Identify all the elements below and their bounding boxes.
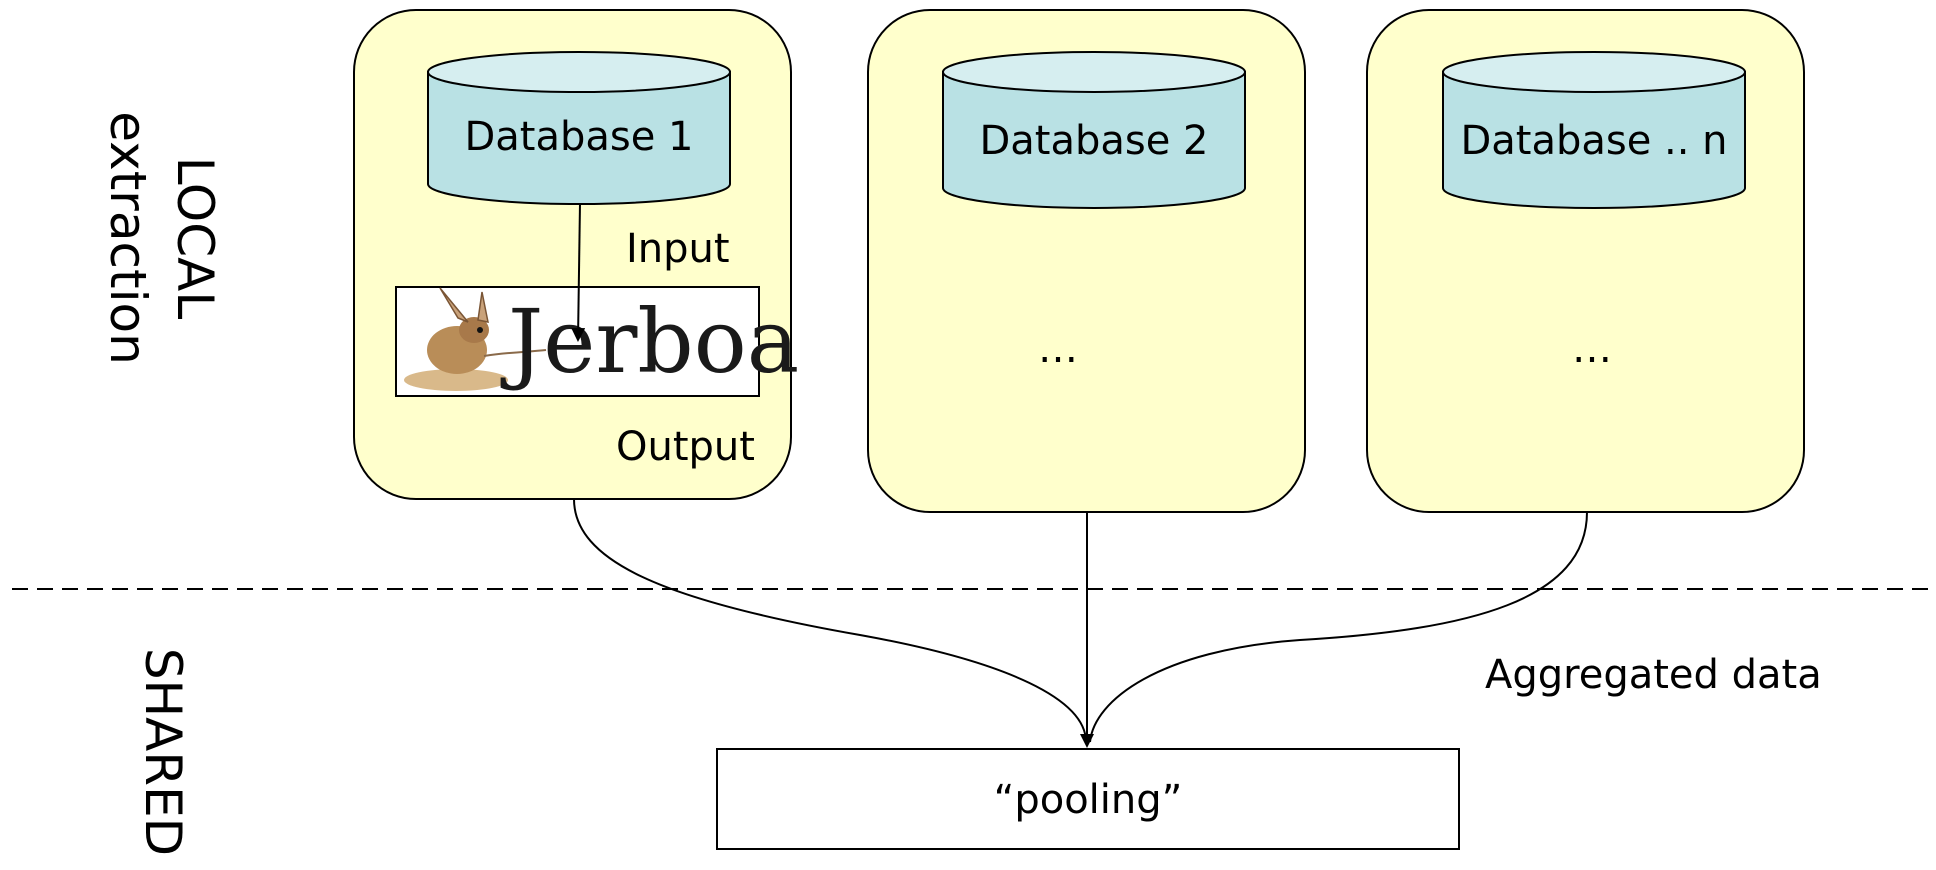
flow-edge-database-n xyxy=(1089,511,1588,743)
pooling-box-frame xyxy=(716,748,1460,850)
input-arrow xyxy=(571,202,586,342)
database-2-cylinder: Database 2 xyxy=(942,51,1246,209)
database-1-cylinder: Database 1 xyxy=(427,51,731,205)
pooling-box: “pooling” xyxy=(716,748,1460,850)
database-2-content: … xyxy=(1038,326,1078,372)
database-n-label: Database .. n xyxy=(1460,118,1727,164)
database-n-cylinder-top xyxy=(1442,51,1746,93)
flow-edge-database-1 xyxy=(573,498,1087,743)
database-1-cylinder-body xyxy=(427,71,731,205)
output-label: Output xyxy=(616,424,755,470)
aggregated-data-label: Aggregated data xyxy=(1485,652,1822,698)
database-n-cylinder: Database .. n xyxy=(1442,51,1746,209)
local-label-line2: extraction xyxy=(99,111,157,365)
database-1-cylinder-top xyxy=(427,51,731,93)
jerboa-logo-text: Jerboa xyxy=(500,290,799,393)
database-2-cylinder-body xyxy=(942,71,1246,209)
database-1-label: Database 1 xyxy=(464,114,693,160)
database-2-cylinder-top xyxy=(942,51,1246,93)
database-panel-2: Database 2 … xyxy=(867,9,1306,513)
database-2-label: Database 2 xyxy=(979,118,1208,164)
database-panel-n: Database .. n … xyxy=(1366,9,1805,513)
jerboa-logo: Jerboa xyxy=(395,286,799,397)
database-panel-1: Database 1 Jerboa Input Output xyxy=(353,9,799,500)
local-extraction-label: LOCAL extraction xyxy=(99,111,224,365)
jerboa-animal-icon xyxy=(404,287,547,391)
database-n-content: … xyxy=(1572,326,1612,372)
database-n-cylinder-body xyxy=(1442,71,1746,209)
local-label-line1: LOCAL xyxy=(166,157,224,320)
shared-label: SHARED xyxy=(134,648,192,856)
input-label: Input xyxy=(626,226,730,272)
pooling-label: “pooling” xyxy=(994,777,1183,823)
